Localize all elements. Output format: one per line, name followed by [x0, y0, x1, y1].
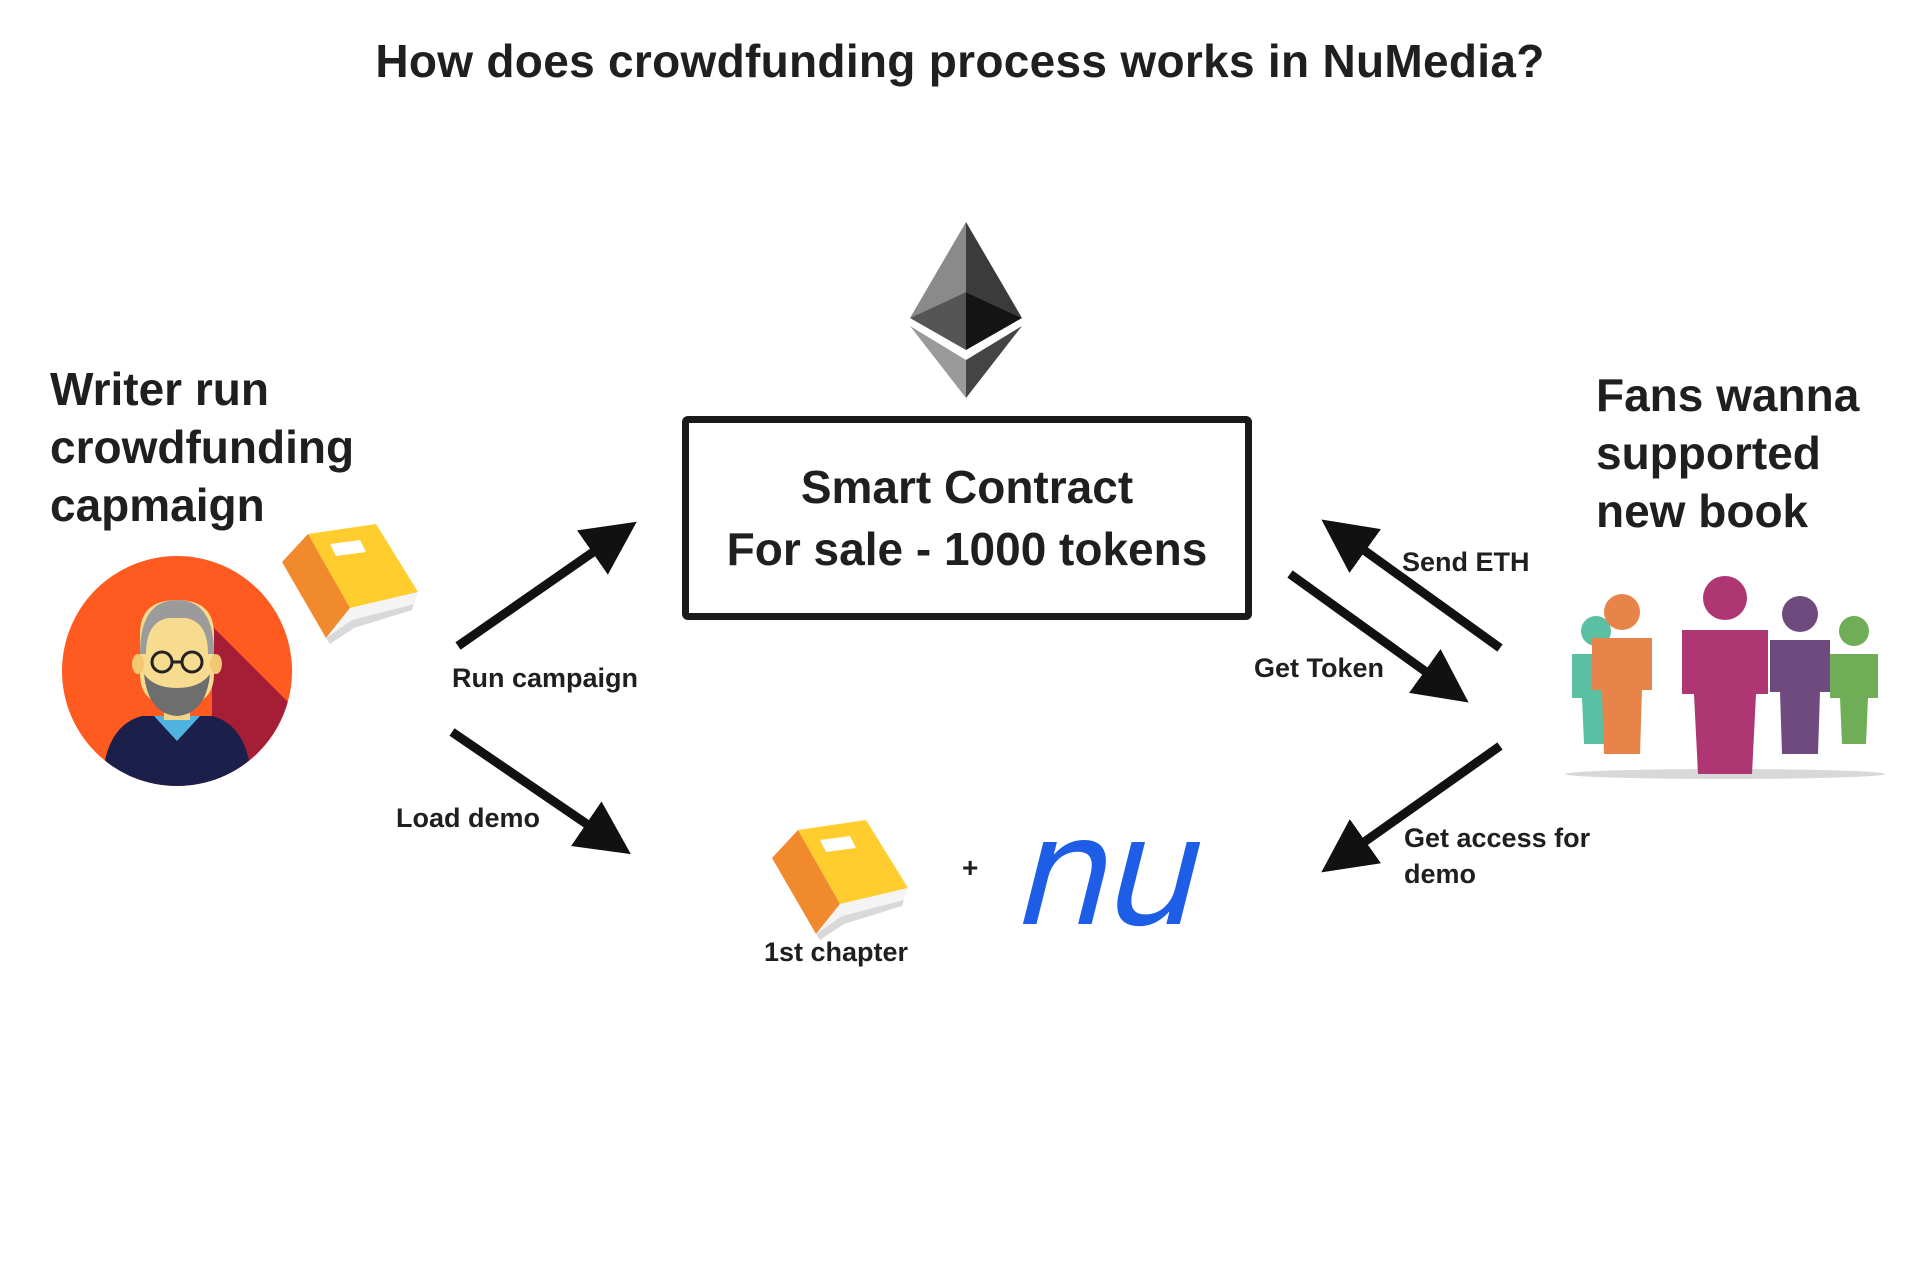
arrow-get-token	[1287, 570, 1469, 703]
chapter-label: 1st chapter	[764, 937, 909, 967]
book-icon	[282, 524, 422, 644]
label-load-demo: Load demo	[396, 803, 541, 833]
writer-avatar-icon	[62, 556, 292, 786]
nucypher-logo-icon: nu	[1000, 786, 1222, 960]
person-purple	[1770, 596, 1830, 754]
writer-heading: Writer run crowdfunding capmaign	[50, 363, 355, 531]
demo-book-icon	[772, 820, 912, 940]
arrow-send-eth	[1321, 519, 1503, 652]
person-magenta	[1682, 576, 1768, 774]
person-orange	[1592, 594, 1652, 754]
label-get-token: Get Token	[1254, 653, 1385, 683]
plus-sign: +	[962, 852, 979, 883]
label-send-eth: Send ETH	[1402, 547, 1530, 577]
contract-title: Smart Contract	[800, 461, 1134, 513]
contract-sale: For sale - 1000 tokens	[726, 523, 1208, 575]
fans-heading: Fans wanna supported new book	[1596, 369, 1860, 537]
label-get-access: Get access for demo	[1404, 823, 1591, 889]
arrow-get-access	[1321, 742, 1503, 873]
smart-contract-box: Smart Contract For sale - 1000 tokens	[682, 416, 1252, 620]
people-group-icon	[1560, 574, 1890, 786]
arrow-load-demo	[449, 728, 631, 855]
arrow-run-campaign	[455, 521, 637, 650]
ethereum-icon	[910, 222, 1022, 398]
person-green	[1830, 616, 1878, 744]
label-run-campaign: Run campaign	[452, 663, 639, 693]
diagram-title: How does crowdfunding process works in N…	[375, 35, 1545, 87]
